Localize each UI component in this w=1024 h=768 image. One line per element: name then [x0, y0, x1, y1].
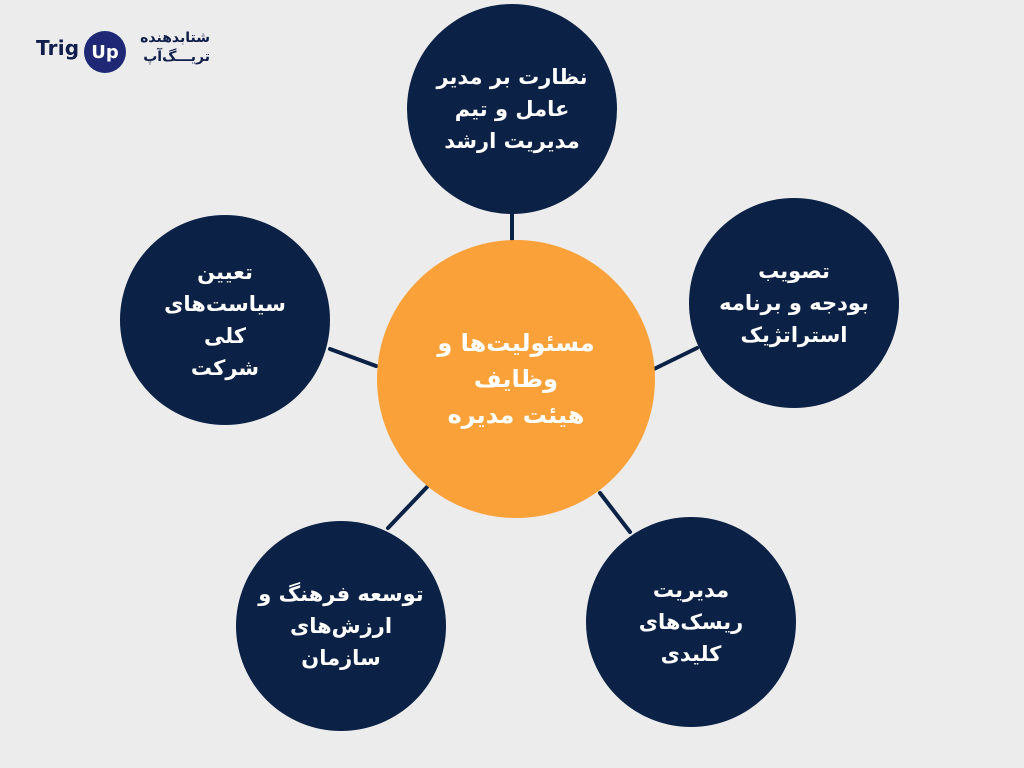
node-bottom-left-label: توسعه فرهنگ و ارزش‌های سازمان [258, 582, 424, 670]
center-node: مسئولیت‌ها و وظایف هیئت مدیره [377, 240, 655, 518]
center-node-label: مسئولیت‌ها و وظایف هیئت مدیره [437, 329, 595, 429]
connector-left [328, 347, 378, 368]
node-bottom-right-label: مدیریت ریسک‌های کلیدی [638, 578, 744, 666]
node-bottom-right: مدیریت ریسک‌های کلیدی [586, 517, 796, 727]
node-bottom-left: توسعه فرهنگ و ارزش‌های سازمان [236, 521, 446, 731]
connector-right [652, 346, 699, 371]
trigup-logo: Trig Up شتابدهنده تریـــگ‌آپ [36, 24, 216, 80]
connector-bottom-right [598, 491, 632, 534]
logo-trig-text: Trig [36, 36, 80, 60]
logo-persian-line1: شتابدهنده [140, 30, 210, 46]
node-right: تصویب بودجه و برنامه استراتژیک [689, 198, 899, 408]
connector-bottom-left [386, 485, 429, 530]
logo-up-circle: Up [84, 31, 126, 73]
node-top-label: نظارت بر مدیر عامل و تیم مدیریت ارشد [436, 65, 588, 153]
node-right-label: تصویب بودجه و برنامه استراتژیک [719, 259, 869, 347]
node-left-label: تعیین سیاست‌های کلی شرکت [164, 260, 286, 380]
node-top: نظارت بر مدیر عامل و تیم مدیریت ارشد [407, 4, 617, 214]
logo-persian-line2: تریـــگ‌آپ [143, 49, 210, 65]
node-left: تعیین سیاست‌های کلی شرکت [120, 215, 330, 425]
logo-persian-text: شتابدهنده تریـــگ‌آپ [134, 29, 210, 67]
